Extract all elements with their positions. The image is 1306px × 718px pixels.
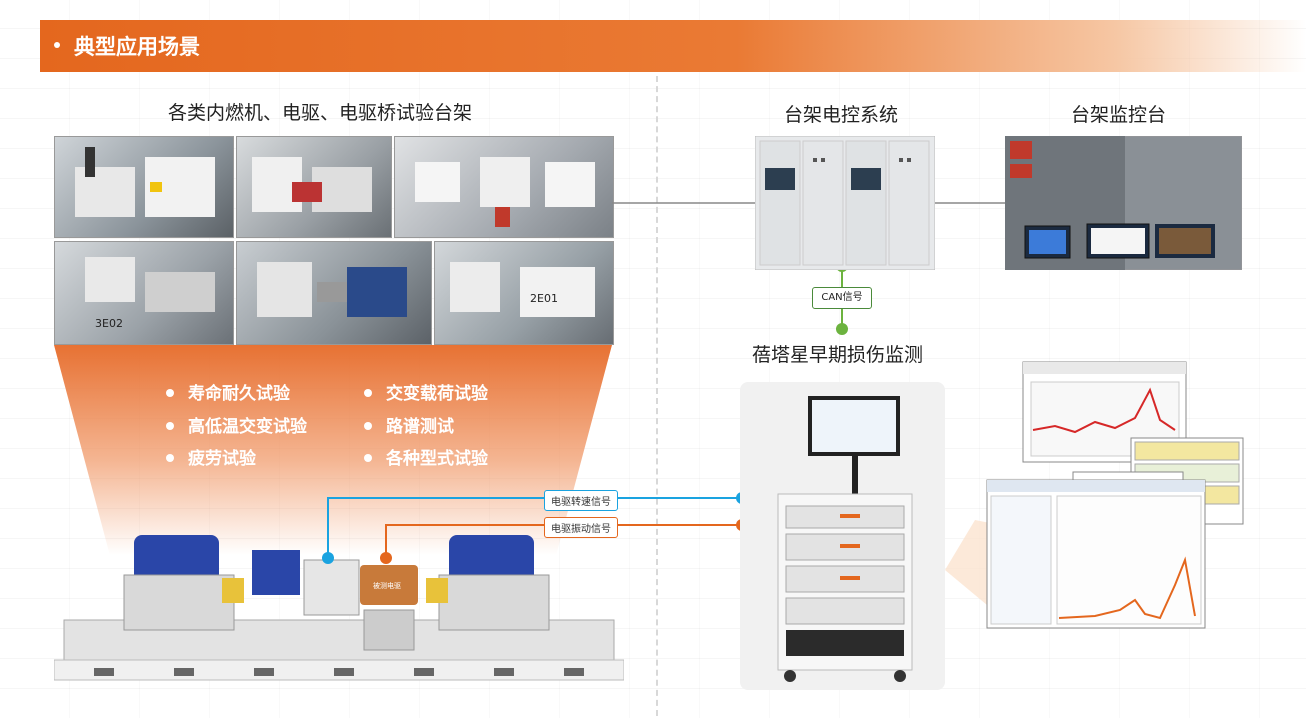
- analysis-software-screens: [945, 361, 1244, 629]
- rig-photo-1: [54, 136, 234, 238]
- monitoring-device-panel: [740, 382, 945, 690]
- caption-monitoring: 蓓塔星早期损伤监测: [752, 344, 924, 366]
- can-signal-label: CAN信号: [812, 287, 872, 309]
- rig-label-3e02: 3E02: [95, 317, 123, 330]
- test-item: 疲劳试验: [166, 444, 256, 469]
- test-item: 高低温交变试验: [166, 412, 307, 437]
- vertical-divider: [656, 76, 658, 716]
- caption-monitor-console: 台架监控台: [1071, 104, 1167, 126]
- rig-photo-6: 2E01: [434, 241, 614, 345]
- rig-label-2e01: 2E01: [530, 292, 558, 305]
- test-item: 寿命耐久试验: [166, 379, 290, 404]
- rig-photo-2: [236, 136, 392, 238]
- section-header: 典型应用场景: [40, 20, 1306, 72]
- rig-photo-5: [236, 241, 432, 345]
- test-bench-illustration: 被测电驱: [54, 535, 624, 681]
- test-item: 各种型式试验: [364, 444, 488, 469]
- can-node-bottom: [836, 323, 848, 335]
- test-item: 路谱测试: [364, 412, 454, 437]
- caption-control-system: 台架电控系统: [784, 104, 899, 126]
- monitoring-device-image: [777, 396, 913, 682]
- page-title: 典型应用场景: [54, 31, 200, 61]
- rig-photo-3: [394, 136, 614, 238]
- control-cabinet-image: [755, 136, 935, 270]
- rig-photo-4: 3E02: [54, 241, 234, 345]
- motor-under-test-label: 被测电驱: [373, 581, 401, 590]
- vibration-signal-label: 电驱振动信号: [544, 517, 618, 538]
- speed-signal-label: 电驱转速信号: [544, 490, 618, 511]
- monitor-console-image: [1005, 136, 1242, 270]
- caption-test-rigs: 各类内燃机、电驱、电驱桥试验台架: [168, 102, 473, 124]
- test-item: 交变载荷试验: [364, 379, 488, 404]
- test-types-panel: [54, 345, 612, 555]
